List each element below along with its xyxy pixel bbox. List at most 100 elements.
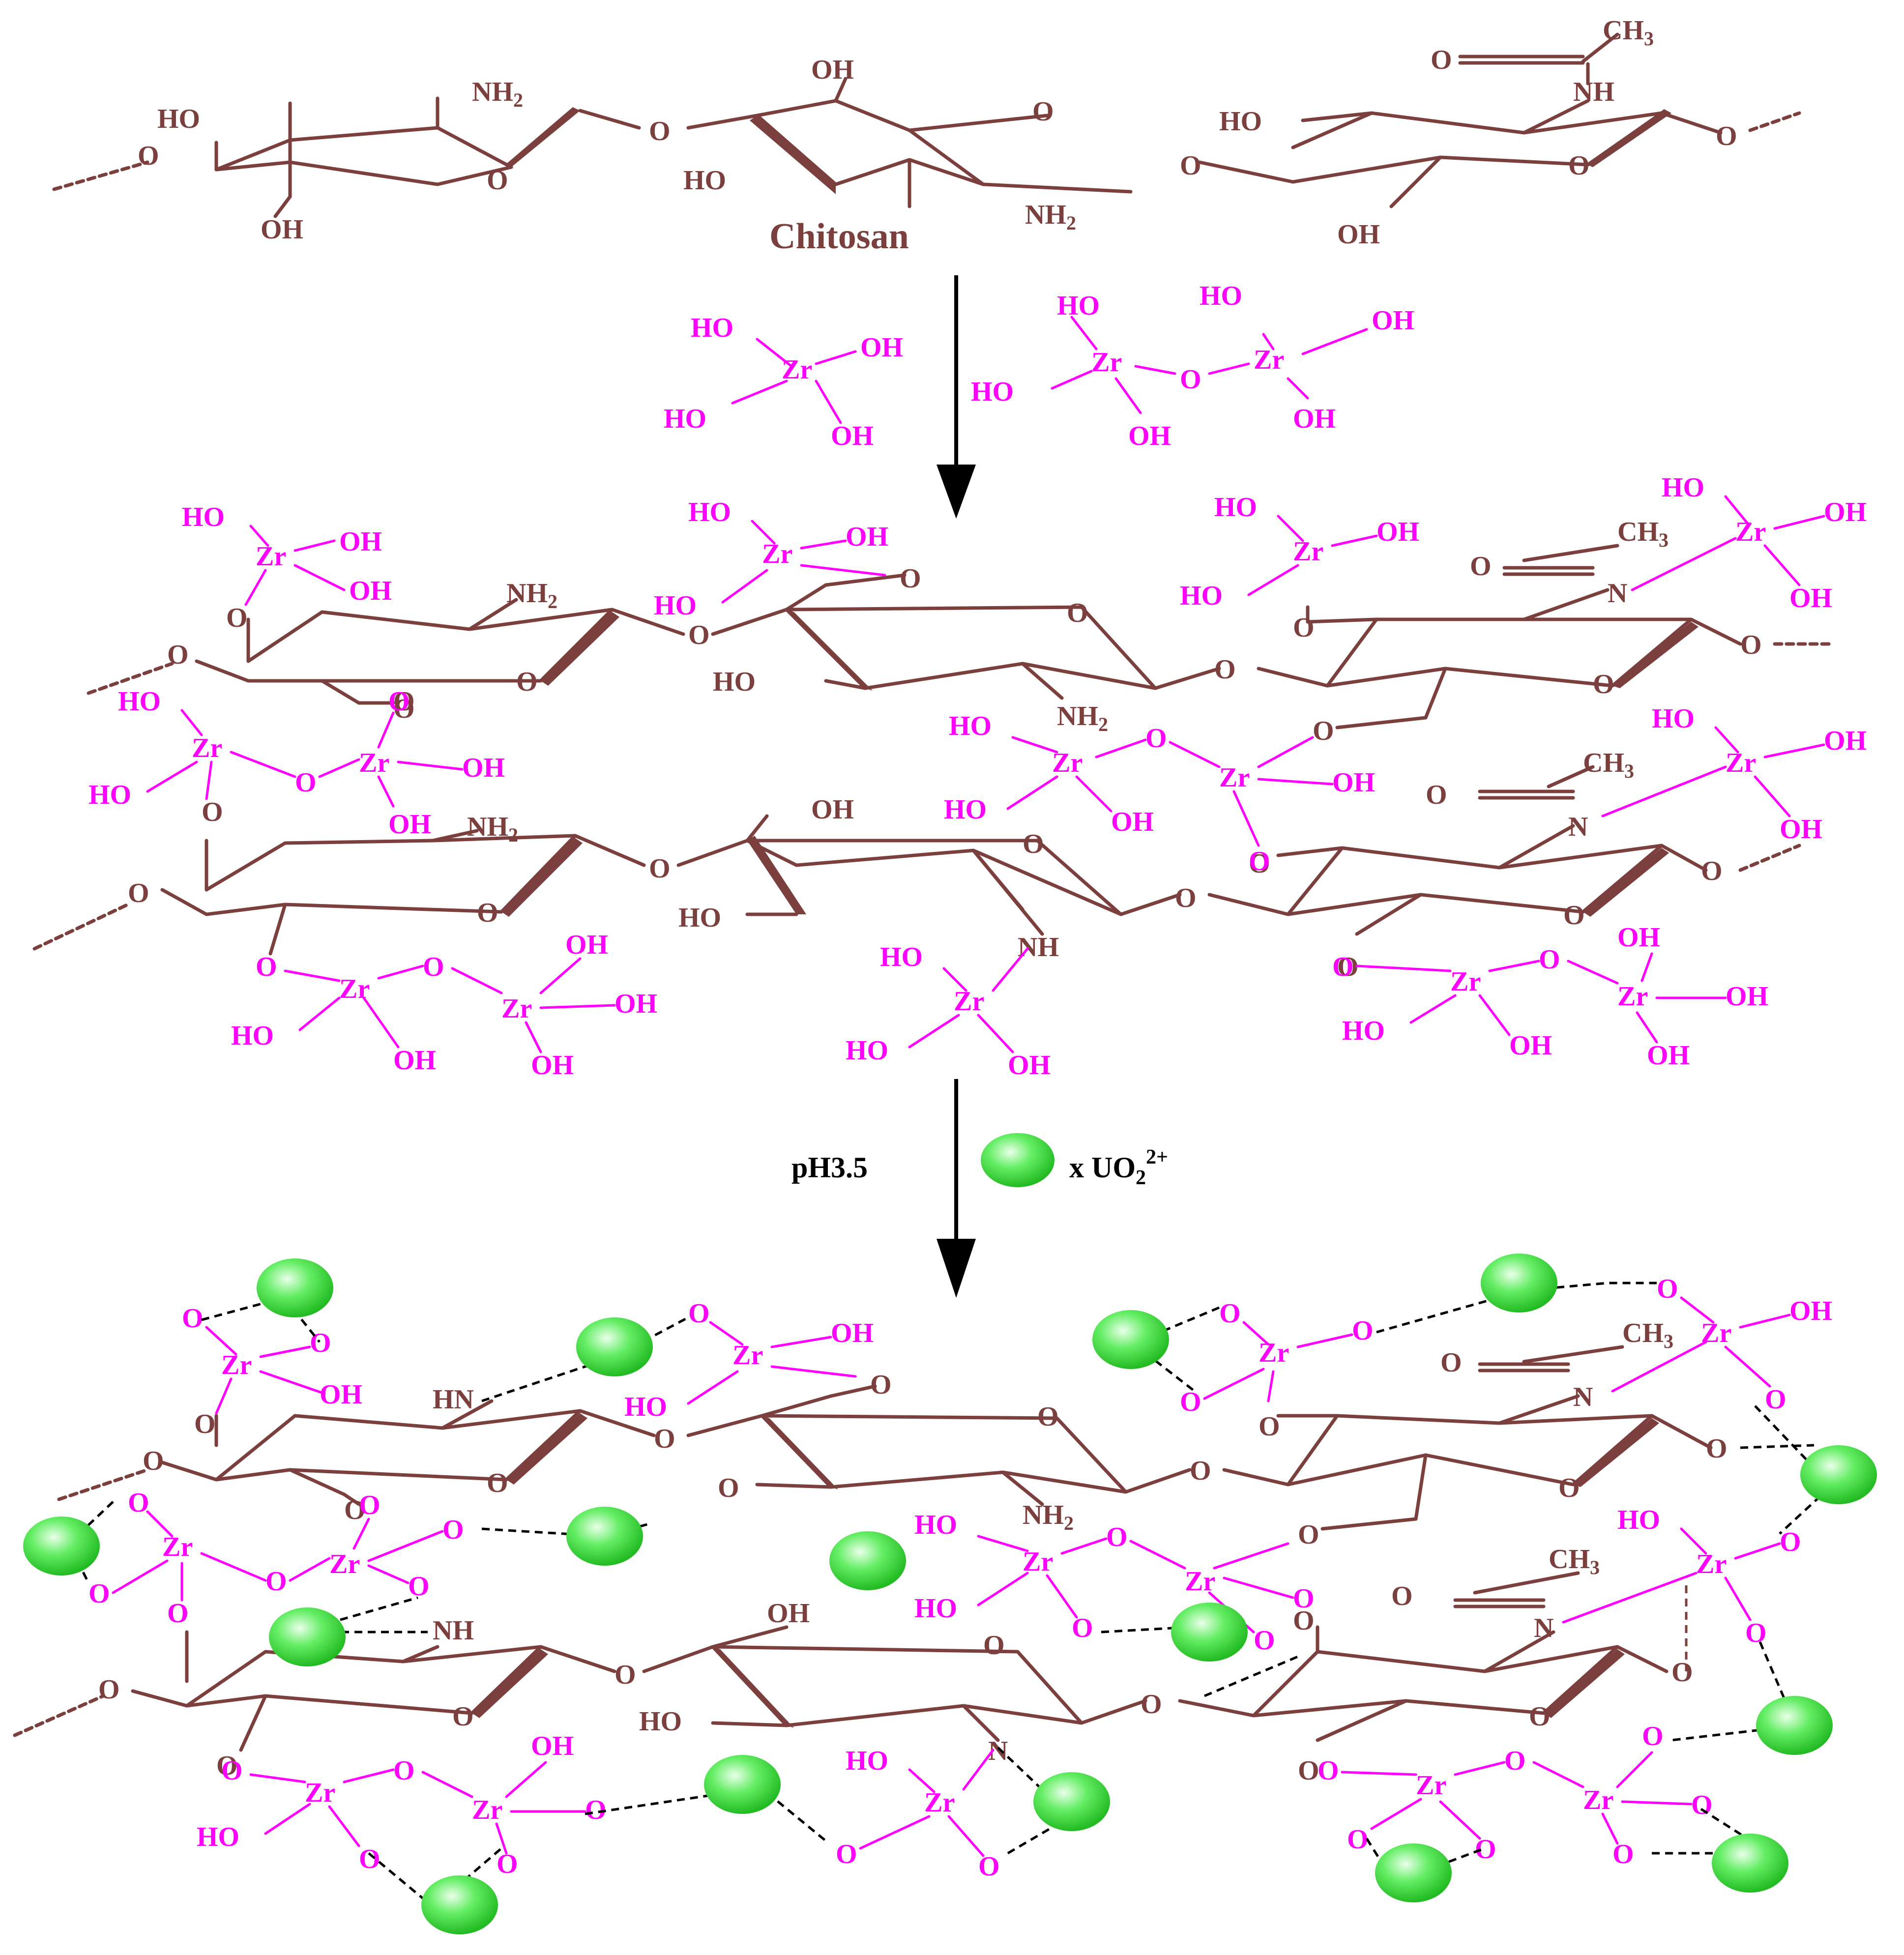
- svg-text:O: O: [516, 667, 538, 697]
- svg-text:O: O: [1780, 1527, 1801, 1557]
- svg-text:O: O: [1691, 1790, 1713, 1820]
- zr-group: HO Zr OH OH: [182, 502, 392, 606]
- zr-oxo-bridge: HO Zr HO O Zr OH OH O: [88, 686, 505, 840]
- svg-text:O: O: [487, 1468, 508, 1498]
- svg-text:OH: OH: [1337, 219, 1380, 250]
- svg-text:Zr: Zr: [1219, 762, 1250, 793]
- zr-group: HO Zr OH HO: [1180, 492, 1419, 611]
- zr-group: O Zr O O: [1180, 1298, 1374, 1417]
- svg-text:HO: HO: [683, 165, 726, 196]
- svg-text:HO: HO: [691, 313, 733, 343]
- svg-text:HO: HO: [914, 1593, 957, 1624]
- svg-text:HO: HO: [664, 404, 706, 434]
- svg-text:O: O: [256, 952, 277, 982]
- svg-text:OH: OH: [831, 421, 874, 451]
- ring-wedge-bond: [762, 1416, 838, 1489]
- svg-text:OH: OH: [1509, 1030, 1552, 1061]
- svg-text:NH: NH: [433, 1615, 474, 1646]
- svg-text:HO: HO: [846, 1035, 888, 1066]
- svg-text:OH: OH: [1824, 726, 1867, 756]
- svg-text:Zr: Zr: [162, 1532, 193, 1562]
- svg-text:NH: NH: [1018, 932, 1059, 963]
- svg-text:NH: NH: [1573, 77, 1614, 107]
- svg-text:O: O: [221, 1755, 243, 1786]
- hydroxyl-label: HO: [157, 104, 200, 134]
- svg-text:O: O: [408, 1571, 430, 1602]
- amine-label: NH2: [1025, 200, 1076, 234]
- svg-text:OH: OH: [1332, 767, 1375, 798]
- svg-text:O: O: [1740, 630, 1762, 660]
- svg-text:OH: OH: [1617, 922, 1660, 953]
- svg-text:Zr: Zr: [1416, 1770, 1446, 1801]
- zr-group: O Zr OH O: [1611, 1274, 1832, 1415]
- svg-text:O: O: [1175, 883, 1197, 913]
- svg-text:O: O: [1180, 364, 1201, 395]
- svg-text:O: O: [1745, 1618, 1767, 1648]
- svg-text:OH: OH: [767, 1598, 810, 1629]
- svg-text:HO: HO: [1219, 106, 1262, 137]
- svg-text:OH: OH: [1789, 1296, 1832, 1326]
- svg-text:O: O: [1347, 1824, 1369, 1855]
- svg-text:O: O: [1180, 1387, 1201, 1417]
- svg-text:Zr: Zr: [501, 993, 532, 1024]
- zr-group: HO Zr O O: [1562, 1505, 1801, 1648]
- zr-atom: Zr: [1254, 345, 1284, 375]
- zr-group: O O Zr OH: [182, 1303, 362, 1415]
- svg-text:O: O: [344, 1495, 366, 1525]
- svg-text:O: O: [128, 1488, 149, 1518]
- reaction-arrow-1: [937, 275, 976, 519]
- svg-text:O: O: [143, 1446, 164, 1476]
- amine-label: NH2: [472, 77, 523, 111]
- svg-text:OH: OH: [1372, 305, 1414, 336]
- uranyl-ion: [23, 1517, 100, 1576]
- svg-text:OH: OH: [261, 214, 303, 245]
- svg-text:HO: HO: [914, 1510, 957, 1540]
- svg-text:Zr: Zr: [1583, 1785, 1613, 1815]
- svg-text:O: O: [1332, 952, 1354, 982]
- ring-wedge-bond: [472, 1649, 548, 1718]
- chitosan-chain: HO NH2 O O OH O OH O HO NH2 O HO OH O O …: [52, 15, 1801, 257]
- svg-text:O: O: [615, 1660, 636, 1690]
- svg-text:HO: HO: [846, 1746, 888, 1776]
- uranyl-ion: [421, 1875, 498, 1934]
- zr-oxo-bridge: HO Zr HO OH O Zr OH O: [944, 711, 1375, 876]
- svg-text:O: O: [88, 1578, 110, 1609]
- svg-text:HN: HN: [433, 1384, 474, 1415]
- uranyl-ion: [1033, 1772, 1110, 1831]
- svg-text:Zr: Zr: [1259, 1338, 1289, 1368]
- coordination-bond: [1204, 1655, 1298, 1697]
- svg-text:Zr: Zr: [1735, 517, 1766, 547]
- zr-group: HO Zr OH HO: [654, 497, 888, 621]
- svg-text:O: O: [1440, 1347, 1462, 1378]
- svg-text:O: O: [1529, 1701, 1551, 1732]
- svg-text:HO: HO: [118, 686, 161, 717]
- svg-text:O: O: [1293, 1605, 1315, 1636]
- ring-wedge-bond: [1587, 109, 1671, 167]
- svg-text:O: O: [1657, 1274, 1678, 1304]
- svg-text:O: O: [202, 797, 223, 827]
- svg-text:OH: OH: [1377, 517, 1419, 547]
- svg-text:O: O: [978, 1851, 1000, 1882]
- svg-text:O: O: [1141, 1689, 1162, 1720]
- svg-text:HO: HO: [1662, 472, 1704, 503]
- svg-text:O: O: [1671, 1657, 1693, 1688]
- coordination-bond: [1365, 1838, 1485, 1879]
- glucosamine-ring: [214, 126, 513, 186]
- svg-text:OH: OH: [320, 1379, 362, 1410]
- svg-text:Zr: Zr: [762, 539, 792, 569]
- svg-text:O: O: [654, 1424, 675, 1454]
- methyl-label: CH3: [1603, 15, 1654, 50]
- svg-text:O: O: [1612, 1839, 1634, 1869]
- coordination-bond: [1160, 1306, 1220, 1334]
- ring-wedge-bond: [1612, 622, 1699, 688]
- svg-text:O: O: [1426, 780, 1447, 810]
- methyl-label: CH3: [1583, 748, 1634, 782]
- zr-oxo-bridge: HO Zr HO O O Zr O O: [914, 1510, 1315, 1656]
- amine-label: NH2: [506, 578, 557, 613]
- svg-text:O: O: [182, 1303, 204, 1334]
- svg-text:O: O: [226, 603, 248, 633]
- svg-text:OH: OH: [811, 794, 854, 825]
- zr-oxo-bridge: O Zr HO OH O Zr OH OH OH: [1332, 922, 1768, 1071]
- svg-text:HO: HO: [1200, 281, 1242, 311]
- svg-text:Zr: Zr: [924, 1787, 955, 1818]
